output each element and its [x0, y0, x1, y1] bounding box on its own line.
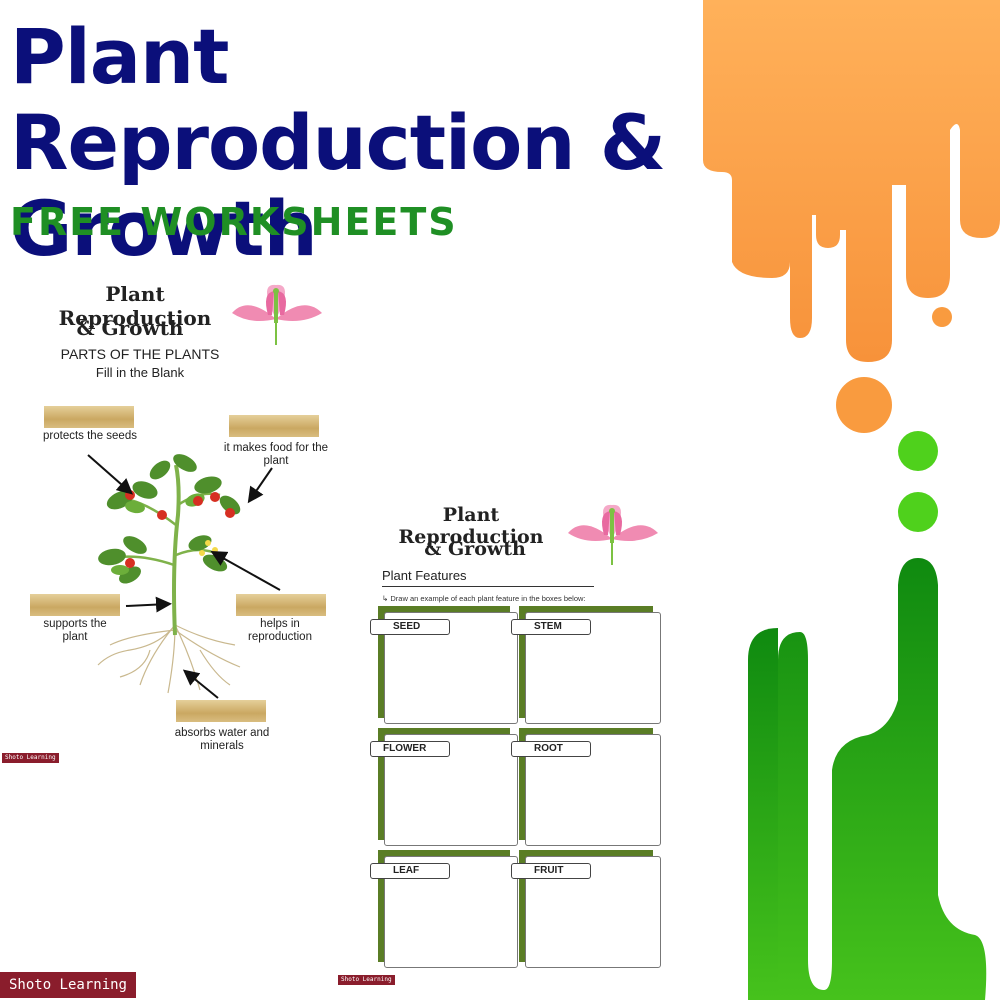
worksheet2-brand: Shoto Learning: [338, 975, 395, 985]
green-dot-1: [898, 431, 938, 471]
feature-tag-root: ROOT: [511, 741, 591, 757]
orange-drip-shape: [703, 0, 1000, 362]
answer-blank-protects: [44, 406, 134, 428]
label-supports: supports the plant: [43, 618, 107, 643]
green-dot-2: [898, 492, 938, 532]
label-absorbs: absorbs water and minerals: [174, 727, 270, 752]
worksheet1-title-line1: Plant Reproduction: [58, 282, 212, 330]
answer-blank-food: [229, 415, 319, 437]
feature-tag-seed: SEED: [370, 619, 450, 635]
label-reproduction: helps in reproduction: [248, 618, 312, 643]
label-food: it makes food for the plant: [223, 442, 329, 467]
flower-icon: [232, 284, 322, 345]
feature-tag-stem: STEM: [511, 619, 591, 635]
answer-blank-reproduction: [236, 594, 326, 616]
answer-blank-absorbs: [176, 700, 266, 722]
worksheet2-instruction-text: Draw an example of each plant feature in…: [390, 594, 586, 603]
page-title: Plant Reproduction & Growth: [10, 12, 666, 273]
feature-tag-leaf: LEAF: [370, 863, 450, 879]
worksheet1-title-line2: & Growth: [76, 316, 184, 340]
worksheet1-brand: Shoto Learning: [2, 753, 59, 763]
label-protects: protects the seeds: [43, 430, 137, 442]
worksheet2-divider: [382, 586, 594, 587]
bullet-icon: ↳: [382, 594, 391, 603]
page-subtitle: FREE WORKSHEETS: [10, 200, 458, 244]
feature-tag-fruit: FRUIT: [511, 863, 591, 879]
worksheet2-title-line1: Plant Reproduction: [398, 504, 544, 548]
worksheet2-section-title: Plant Features: [382, 568, 467, 583]
worksheet2-instruction: ↳ Draw an example of each plant feature …: [382, 594, 586, 603]
pointer-arrows: [87, 454, 281, 699]
worksheet1-subheading: Fill in the Blank: [95, 365, 185, 380]
green-shape-left: [748, 628, 778, 1000]
footer-brand: Shoto Learning: [0, 972, 136, 998]
worksheet1-heading: PARTS OF THE PLANTS: [60, 346, 220, 362]
flower-icon: [568, 504, 658, 565]
decorative-drips: [703, 0, 1000, 1000]
worksheet2-title-line2: & Growth: [424, 538, 526, 560]
green-shape: [778, 558, 987, 1000]
answer-blank-supports: [30, 594, 120, 616]
orange-dot-small: [932, 307, 952, 327]
feature-tag-flower: FLOWER: [370, 741, 450, 757]
orange-dot-large: [836, 377, 892, 433]
